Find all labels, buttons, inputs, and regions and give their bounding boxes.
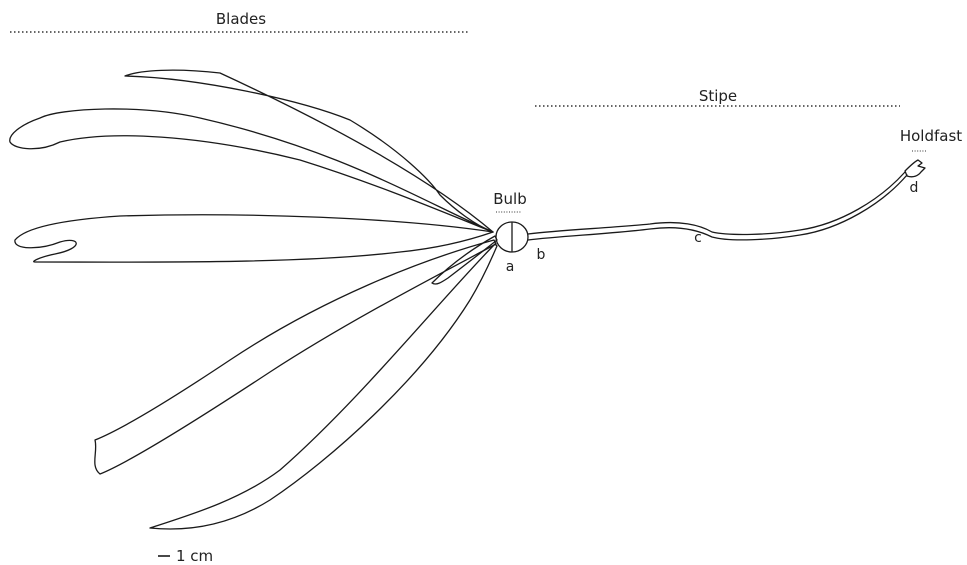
point-label-c: c	[694, 230, 702, 246]
holdfast-outline	[904, 159, 926, 178]
bulb-label: Bulb	[493, 190, 527, 208]
blade-middle	[14, 214, 494, 263]
stipe-upper-edge	[527, 171, 906, 236]
blade-lower-bottom	[149, 243, 498, 530]
blade-upper-short	[124, 69, 494, 233]
scale-label: 1 cm	[176, 547, 213, 565]
point-label-b: b	[537, 247, 546, 263]
bulb	[495, 221, 529, 253]
holdfast	[904, 159, 926, 178]
blades-group	[9, 69, 498, 530]
blade-lower-long	[94, 239, 497, 475]
blade-stub	[431, 235, 498, 285]
bulb-outline	[495, 221, 529, 253]
holdfast-label: Holdfast	[900, 127, 962, 145]
stipe	[527, 171, 908, 241]
blades-label: Blades	[216, 10, 266, 28]
blade-upper-long	[9, 108, 494, 233]
stipe-label: Stipe	[699, 87, 737, 105]
stipe-lower-edge	[527, 174, 908, 241]
point-label-a: a	[506, 259, 515, 275]
point-label-d: d	[910, 180, 919, 196]
